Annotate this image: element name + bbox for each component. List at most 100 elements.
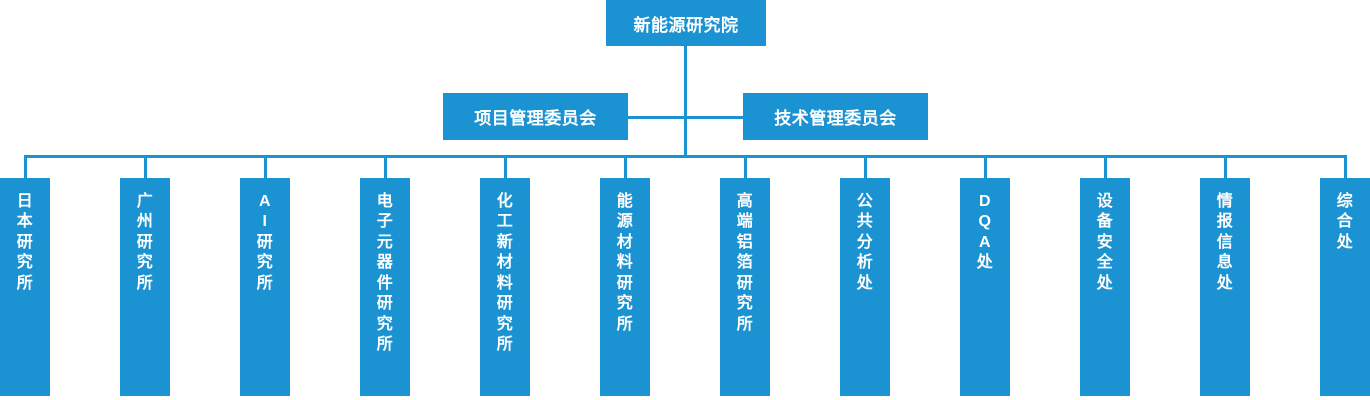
vertical-glyph: Q <box>978 213 992 231</box>
vertical-glyph: 处 <box>1336 233 1354 251</box>
vertical-glyph: 究 <box>496 315 514 333</box>
connector-drop-3 <box>264 155 267 179</box>
node-unit-label: 能源材料研究所 <box>615 192 635 335</box>
vertical-glyph: 处 <box>856 274 874 292</box>
vertical-glyph: 所 <box>136 274 154 292</box>
connector-drop-9 <box>984 155 987 179</box>
vertical-glyph: 件 <box>376 274 394 292</box>
node-root[interactable]: 新能源研究院 <box>606 0 766 46</box>
vertical-glyph: 箔 <box>736 254 754 272</box>
vertical-glyph: 息 <box>1216 254 1234 272</box>
connector-drop-12 <box>1344 155 1347 179</box>
vertical-glyph: 情 <box>1216 193 1234 210</box>
vertical-glyph: 全 <box>1096 254 1114 272</box>
vertical-glyph: 研 <box>16 233 34 251</box>
node-unit-label: 广州研究所 <box>135 192 155 294</box>
vertical-glyph: 能 <box>616 193 634 210</box>
vertical-glyph: 公 <box>856 193 874 210</box>
vertical-glyph: 研 <box>136 233 154 251</box>
node-unit-equipment-safety-department[interactable]: 设备安全处 <box>1080 178 1130 396</box>
vertical-glyph: 州 <box>136 213 154 231</box>
vertical-glyph: 研 <box>496 295 514 313</box>
node-unit-label: 日本研究所 <box>15 192 35 294</box>
vertical-glyph: 设 <box>1096 193 1114 210</box>
vertical-glyph: 处 <box>1216 274 1234 292</box>
connector-committee-left <box>628 116 686 119</box>
vertical-glyph: 元 <box>376 233 394 251</box>
vertical-glyph: 安 <box>1096 233 1114 251</box>
vertical-glyph: 材 <box>496 254 514 272</box>
node-unit-public-analysis-department[interactable]: 公共分析处 <box>840 178 890 396</box>
vertical-glyph: 日 <box>16 193 34 210</box>
node-unit-label: 化工新材料研究所 <box>495 192 515 356</box>
vertical-glyph: 高 <box>736 193 754 210</box>
connector-drop-11 <box>1224 155 1227 179</box>
connector-drop-1 <box>24 155 27 179</box>
vertical-glyph: 新 <box>496 233 514 251</box>
vertical-glyph: 究 <box>136 254 154 272</box>
vertical-glyph: 信 <box>1216 233 1234 251</box>
vertical-glyph: 端 <box>736 213 754 231</box>
connector-drop-6 <box>624 155 627 179</box>
vertical-glyph: 析 <box>856 254 874 272</box>
vertical-glyph: 究 <box>376 315 394 333</box>
connector-unit-bus <box>24 155 1346 158</box>
connector-drop-5 <box>504 155 507 179</box>
vertical-glyph: 研 <box>616 274 634 292</box>
vertical-glyph: 究 <box>16 254 34 272</box>
connector-root-trunk <box>684 46 687 117</box>
vertical-glyph: 工 <box>496 213 514 231</box>
connector-drop-7 <box>744 155 747 179</box>
vertical-glyph: 综 <box>1336 193 1354 210</box>
node-unit-general-affairs-department[interactable]: 综合处 <box>1320 178 1370 396</box>
node-unit-label: 电子元器件研究所 <box>375 192 395 356</box>
node-committee-technology[interactable]: 技术管理委员会 <box>743 93 928 140</box>
vertical-glyph: 备 <box>1096 213 1114 231</box>
node-committee-technology-label: 技术管理委员会 <box>774 109 897 128</box>
vertical-glyph: 铝 <box>736 233 754 251</box>
node-unit-high-end-aluminum-foil-institute[interactable]: 高端铝箔研究所 <box>720 178 770 396</box>
vertical-glyph: 所 <box>496 336 514 354</box>
vertical-glyph: 广 <box>136 193 154 210</box>
node-unit-japan-institute[interactable]: 日本研究所 <box>0 178 50 396</box>
vertical-glyph: I <box>262 213 268 231</box>
vertical-glyph: 分 <box>856 233 874 251</box>
vertical-glyph: 料 <box>616 254 634 272</box>
node-unit-energy-materials-institute[interactable]: 能源材料研究所 <box>600 178 650 396</box>
vertical-glyph: 处 <box>976 254 994 272</box>
vertical-glyph: A <box>258 193 272 210</box>
vertical-glyph: D <box>978 193 992 210</box>
node-committee-project[interactable]: 项目管理委员会 <box>443 93 628 140</box>
vertical-glyph: 共 <box>856 213 874 231</box>
vertical-glyph: 化 <box>496 193 514 210</box>
vertical-glyph: 料 <box>496 274 514 292</box>
vertical-glyph: A <box>978 233 992 251</box>
node-unit-label: 公共分析处 <box>855 192 875 294</box>
node-unit-label: 设备安全处 <box>1095 192 1115 294</box>
vertical-glyph: 研 <box>376 295 394 313</box>
vertical-glyph: 合 <box>1336 213 1354 231</box>
vertical-glyph: 究 <box>616 295 634 313</box>
node-unit-intelligence-information-department[interactable]: 情报信息处 <box>1200 178 1250 396</box>
connector-drop-2 <box>144 155 147 179</box>
vertical-glyph: 所 <box>256 274 274 292</box>
vertical-glyph: 所 <box>376 336 394 354</box>
node-committee-project-label: 项目管理委员会 <box>474 109 597 128</box>
vertical-glyph: 报 <box>1216 213 1234 231</box>
node-unit-electronic-components-institute[interactable]: 电子元器件研究所 <box>360 178 410 396</box>
connector-drop-8 <box>864 155 867 179</box>
node-root-label: 新能源研究院 <box>633 15 739 35</box>
node-unit-chemical-new-materials-institute[interactable]: 化工新材料研究所 <box>480 178 530 396</box>
vertical-glyph: 研 <box>736 274 754 292</box>
node-unit-guangzhou-institute[interactable]: 广州研究所 <box>120 178 170 396</box>
vertical-glyph: 源 <box>616 213 634 231</box>
vertical-glyph: 本 <box>16 213 34 231</box>
vertical-glyph: 究 <box>256 254 274 272</box>
vertical-glyph: 所 <box>16 274 34 292</box>
vertical-glyph: 材 <box>616 233 634 251</box>
vertical-glyph: 电 <box>376 193 394 210</box>
